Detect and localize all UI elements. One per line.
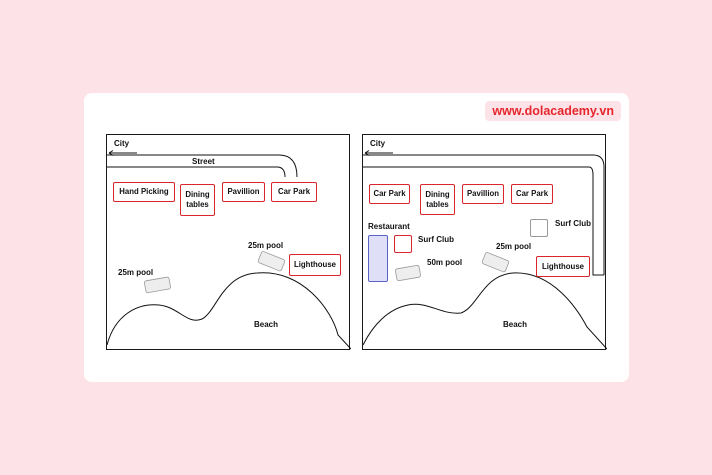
beach-label: Beach — [254, 320, 279, 329]
pool-right-label: 25m pool — [248, 241, 284, 250]
building-car-park-1: Car Park — [369, 184, 410, 204]
pool-right — [257, 251, 286, 272]
coastline — [107, 272, 351, 350]
city-label: City — [114, 139, 130, 148]
pool-left — [144, 276, 171, 294]
pool-50m-label: 50m pool — [427, 258, 463, 267]
building-lighthouse: Lighthouse — [289, 254, 341, 276]
diagram-card: www.dolacademy.vn City Street Hand Picki… — [84, 93, 629, 382]
map-before: City Street Hand Picking Dining tables P… — [106, 134, 351, 350]
restaurant-label: Restaurant — [368, 222, 410, 231]
building-car-park: Car Park — [271, 182, 317, 202]
surf-club-1-label: Surf Club — [418, 235, 454, 244]
beach-label: Beach — [503, 320, 528, 329]
pool-25m-label: 25m pool — [496, 242, 532, 251]
coastline — [363, 272, 607, 350]
map-after-lines — [363, 150, 607, 350]
map-after: City Car Park Dining tables Pavillion Ca… — [362, 134, 607, 350]
surf-club-2-building — [530, 219, 548, 237]
watermark: www.dolacademy.vn — [485, 101, 621, 121]
street-label: Street — [192, 157, 215, 166]
building-dining-tables: Dining tables — [420, 184, 455, 215]
city-label: City — [370, 139, 386, 148]
restaurant-building — [368, 235, 388, 282]
building-lighthouse: Lighthouse — [536, 256, 590, 277]
building-car-park-2: Car Park — [511, 184, 553, 204]
map-before-lines — [107, 150, 351, 350]
pool-50m — [395, 264, 421, 282]
building-dining-tables: Dining tables — [180, 184, 215, 216]
building-pavillion: Pavillion — [462, 184, 504, 204]
building-pavillion: Pavillion — [222, 182, 265, 202]
surf-club-2-label: Surf Club — [555, 219, 591, 228]
building-hand-picking: Hand Picking — [113, 182, 175, 202]
surf-club-1-building — [394, 235, 412, 253]
pool-left-label: 25m pool — [118, 268, 154, 277]
pool-25m — [481, 252, 510, 273]
